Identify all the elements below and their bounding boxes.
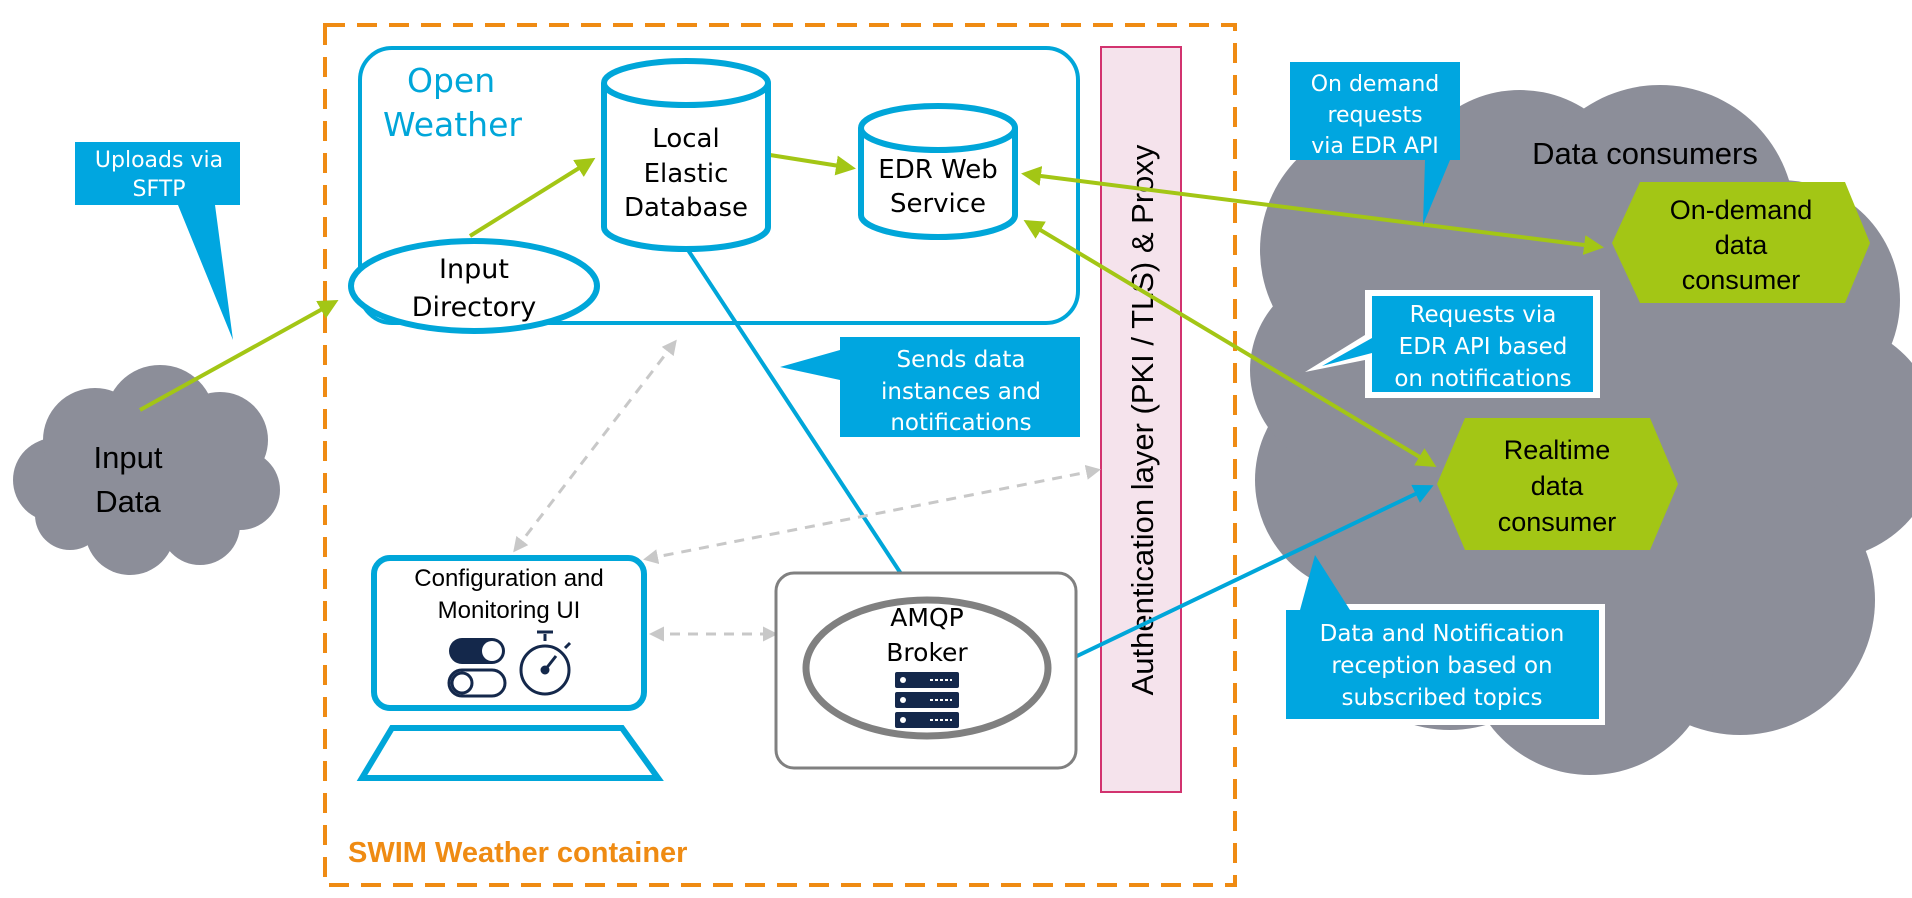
realtime-consumer-line2: data bbox=[1531, 471, 1585, 501]
uploads-callout-line1: Uploads via bbox=[95, 148, 223, 173]
open-weather-line1: Open bbox=[407, 61, 495, 100]
input-data-line1: Input bbox=[94, 440, 163, 475]
sends-callout: Sends data instances and notifications bbox=[780, 337, 1080, 437]
local-db-cylinder: Local Elastic Database bbox=[601, 58, 771, 252]
arrow-directory-to-db bbox=[468, 157, 596, 238]
input-data-line2: Data bbox=[95, 484, 161, 519]
on-demand-consumer-line2: data bbox=[1715, 230, 1769, 260]
on-demand-consumer: On-demand data consumer bbox=[1612, 182, 1870, 303]
uploads-callout-line2: SFTP bbox=[133, 177, 186, 202]
requests-callout: Requests via EDR API based on notificati… bbox=[1305, 290, 1600, 398]
stopwatch-icon bbox=[519, 630, 572, 696]
swim-container-label: SWIM Weather container bbox=[348, 837, 687, 869]
requests-callout-line2: EDR API based bbox=[1399, 334, 1568, 360]
dashed-ui-to-directory bbox=[513, 339, 677, 553]
auth-layer: Authentication layer (PKI / TLS) & Proxy bbox=[1100, 46, 1182, 793]
arrows bbox=[139, 153, 1604, 670]
config-ui-laptop: Configuration and Monitoring UI bbox=[356, 555, 664, 781]
realtime-consumer-line1: Realtime bbox=[1504, 435, 1611, 465]
on-demand-callout-line2: requests bbox=[1327, 103, 1422, 128]
dashed-ui-to-auth bbox=[643, 464, 1101, 565]
on-demand-callout: On demand requests via EDR API bbox=[1290, 62, 1460, 225]
requests-callout-line1: Requests via bbox=[1410, 302, 1557, 328]
toggle-icon bbox=[447, 638, 507, 698]
uploads-callout: Uploads via SFTP bbox=[75, 142, 240, 340]
input-directory: Input Directory bbox=[348, 238, 600, 334]
data-consumers-label: Data consumers bbox=[1532, 136, 1758, 171]
amqp-broker: AMQP Broker bbox=[774, 571, 1078, 770]
sends-callout-line1: Sends data bbox=[896, 347, 1025, 373]
arrow-input-to-directory bbox=[139, 300, 339, 412]
arrow-edr-to-on-demand bbox=[1021, 166, 1604, 255]
local-db-line3: Database bbox=[624, 193, 748, 223]
reception-callout-line3: subscribed topics bbox=[1341, 685, 1542, 711]
input-directory-line2: Directory bbox=[412, 292, 536, 323]
config-ui-line2: Monitoring UI bbox=[438, 597, 581, 624]
reception-callout: Data and Notification reception based on… bbox=[1280, 555, 1605, 725]
realtime-consumer-line3: consumer bbox=[1498, 507, 1617, 537]
reception-callout-line1: Data and Notification bbox=[1320, 621, 1565, 647]
local-db-line2: Elastic bbox=[644, 159, 729, 189]
input-directory-line1: Input bbox=[439, 254, 509, 285]
arrow-edr-to-realtime bbox=[1023, 219, 1437, 468]
amqp-line2: Broker bbox=[886, 638, 968, 667]
on-demand-consumer-line3: consumer bbox=[1682, 265, 1801, 295]
edr-service-cylinder: EDR Web Service bbox=[858, 103, 1018, 240]
arrow-db-to-edr bbox=[769, 153, 856, 176]
server-icon bbox=[895, 672, 959, 728]
realtime-consumer: Realtime data consumer bbox=[1437, 418, 1678, 550]
on-demand-consumer-line1: On-demand bbox=[1670, 195, 1813, 225]
swim-container-border bbox=[323, 23, 1237, 887]
amqp-line1: AMQP bbox=[890, 603, 963, 632]
edr-service-line1: EDR Web bbox=[878, 155, 997, 185]
input-data-cloud bbox=[13, 365, 280, 575]
config-ui-line1: Configuration and bbox=[414, 565, 603, 592]
requests-callout-line3: on notifications bbox=[1394, 366, 1571, 392]
open-weather-line2: Weather bbox=[383, 105, 522, 144]
arrow-amqp-to-realtime bbox=[1051, 484, 1434, 670]
local-db-line1: Local bbox=[652, 124, 719, 154]
sends-callout-line2: instances and bbox=[881, 379, 1041, 405]
sends-callout-line3: notifications bbox=[890, 410, 1031, 436]
edr-service-line2: Service bbox=[890, 189, 986, 219]
auth-layer-label: Authentication layer (PKI / TLS) & Proxy bbox=[1125, 144, 1160, 695]
reception-callout-line2: reception based on bbox=[1331, 653, 1552, 679]
on-demand-callout-line3: via EDR API bbox=[1311, 134, 1439, 159]
on-demand-callout-line1: On demand bbox=[1311, 72, 1440, 97]
